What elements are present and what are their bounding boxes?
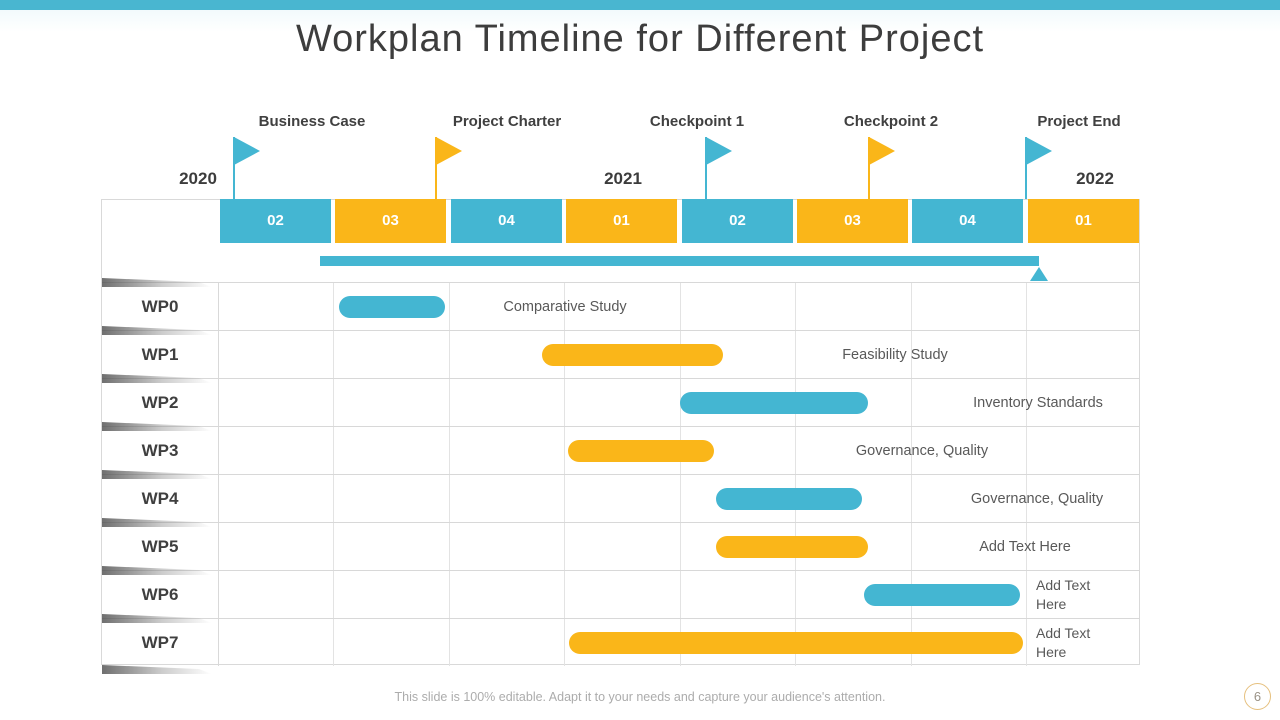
task-bar-wp0: [339, 296, 445, 318]
quarter-header-cell: 04: [912, 199, 1023, 243]
label-shadow: [102, 326, 212, 335]
task-bar-wp4: [716, 488, 862, 510]
task-bar-wp1: [542, 344, 723, 366]
year-label-2021: 2021: [604, 169, 642, 188]
label-shadow: [102, 566, 212, 575]
quarter-header-cell: 01: [566, 199, 677, 243]
quarter-header-cell: 04: [451, 199, 562, 243]
flag-icon-checkpoint-1: [706, 137, 732, 165]
top-gradient: [0, 10, 1280, 32]
page-number-badge: 6: [1244, 683, 1271, 710]
label-shadow: [102, 665, 212, 674]
project-end-arrow-icon: [1030, 267, 1048, 281]
milestone-label-project-end: Project End: [1037, 113, 1121, 130]
task-note: Add Text Here: [1036, 625, 1091, 660]
task-bar-wp5: [716, 536, 868, 558]
task-bar-wp2: [680, 392, 868, 414]
table-row-wp2: WP2 Inventory Standards: [102, 374, 1139, 426]
row-label: WP4: [141, 489, 179, 508]
milestone-label-checkpoint-1: Checkpoint 1: [649, 113, 745, 130]
table-row-wp1: WP1 Feasibility Study: [102, 326, 1139, 378]
table-row-wp5: WP5 Add Text Here: [102, 518, 1139, 570]
year-label-2020: 2020: [179, 169, 217, 188]
task-bar-wp3: [568, 440, 714, 462]
flag-pole-project-charter: [435, 137, 437, 199]
quarter-header-cell: 02: [682, 199, 793, 243]
flag-icon-checkpoint-2: [869, 137, 895, 165]
table-row-wp6: WP6 Add Text Here: [102, 566, 1139, 618]
row-label: WP7: [141, 633, 179, 652]
row-label: WP6: [141, 585, 179, 604]
task-note: Add Text Here: [1036, 577, 1091, 612]
task-note: Governance, Quality: [855, 443, 989, 459]
task-note: Feasibility Study: [842, 347, 948, 363]
flag-pole-project-end: [1025, 137, 1027, 199]
project-duration-bar: [320, 256, 1039, 266]
table-row-wp3: WP3 Governance, Quality: [102, 422, 1139, 474]
flag-icon-project-end: [1026, 137, 1052, 165]
page-title: Workplan Timeline for Different Project: [295, 18, 985, 60]
label-shadow: [102, 614, 212, 623]
top-accent-bar: [0, 0, 1280, 10]
label-shadow: [102, 374, 212, 383]
row-label: WP2: [141, 393, 179, 412]
footer-note: This slide is 100% editable. Adapt it to…: [394, 690, 886, 704]
quarter-header-cell: 03: [335, 199, 446, 243]
row-label: WP3: [141, 441, 179, 460]
table-row-wp7: WP7 Add Text Here: [102, 614, 1139, 666]
year-label-2022: 2022: [1076, 169, 1114, 188]
label-shadow: [102, 518, 212, 527]
gantt-table: 02 03 04 01 02 03 04 01 WP0 Comparativ: [101, 199, 1140, 674]
task-bar-wp7: [569, 632, 1023, 654]
flag-icon-business-case: [234, 137, 260, 165]
table-row-wp0: WP0 Comparative Study: [102, 278, 1139, 330]
row-label: WP5: [141, 537, 179, 556]
quarter-header-cell: 03: [797, 199, 908, 243]
table-row-wp4: WP4 Governance, Quality: [102, 470, 1139, 522]
task-note: Comparative Study: [503, 299, 627, 315]
quarter-header-cell: 01: [1028, 199, 1139, 243]
milestone-label-business-case: Business Case: [258, 113, 366, 130]
flag-pole-checkpoint-2: [868, 137, 870, 199]
row-label: WP0: [141, 297, 179, 316]
gantt-body: WP0 Comparative Study WP1 Feasibility St…: [102, 278, 1139, 666]
row-label: WP1: [141, 345, 179, 364]
label-shadow: [102, 278, 212, 287]
task-note: Add Text Here: [979, 539, 1071, 555]
milestone-label-checkpoint-2: Checkpoint 2: [843, 113, 939, 130]
milestone-label-project-charter: Project Charter: [452, 113, 562, 130]
task-note: Governance, Quality: [970, 491, 1104, 507]
flag-icon-project-charter: [436, 137, 462, 165]
task-note: Inventory Standards: [973, 395, 1103, 411]
task-bar-wp6: [864, 584, 1020, 606]
flag-pole-checkpoint-1: [705, 137, 707, 199]
label-shadow: [102, 470, 212, 479]
quarter-header-cell: 02: [220, 199, 331, 243]
flag-pole-business-case: [233, 137, 235, 199]
label-shadow: [102, 422, 212, 431]
